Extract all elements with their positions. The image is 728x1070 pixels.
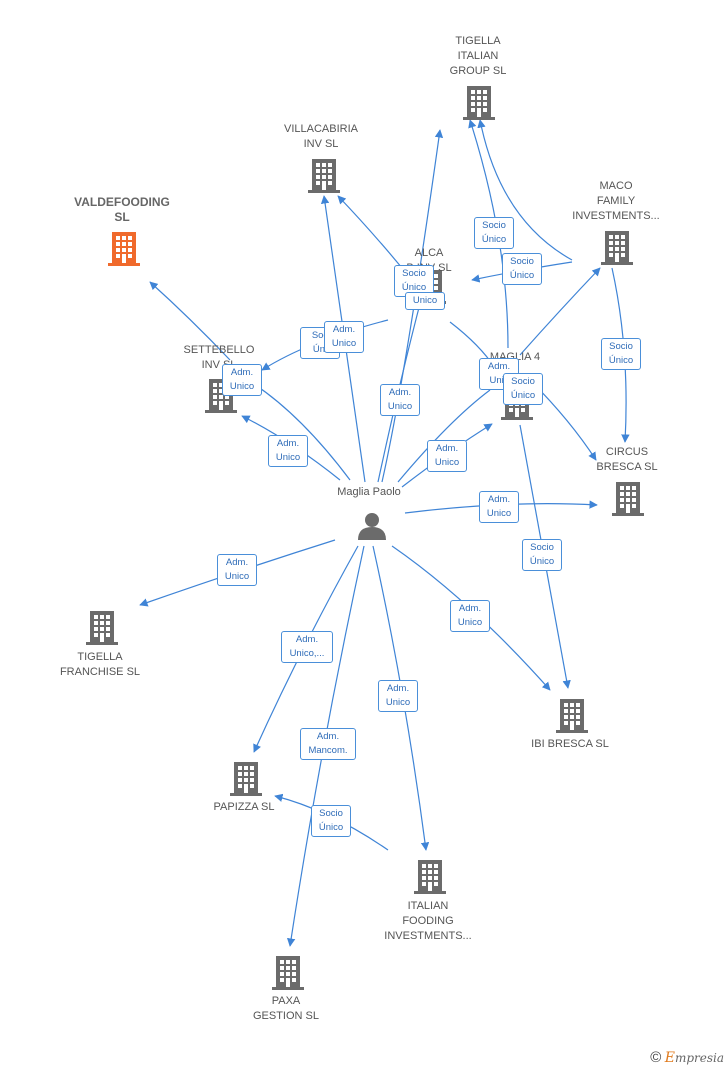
node-label-valdefooding[interactable]: VALDEFOODING SL xyxy=(74,195,170,224)
edge-label-person-ibi[interactable]: Adm. Unico xyxy=(450,600,490,632)
copyright-symbol: © xyxy=(650,1049,662,1066)
edge-label-person-franchise[interactable]: Adm. Unico xyxy=(217,554,257,586)
node-label-person[interactable]: Maglia Paolo xyxy=(337,486,401,498)
edge-maco-tigella xyxy=(477,119,573,261)
brand-name: mpresia xyxy=(674,1051,724,1065)
brand-initial: E xyxy=(664,1050,675,1066)
building-icon-maco xyxy=(601,231,633,265)
edge-maglia4-maco xyxy=(519,267,601,356)
edge-label-italianfooding-papizza[interactable]: Socio Único xyxy=(311,805,351,837)
edge-label-maco-alca[interactable]: Socio Único xyxy=(502,253,542,285)
edge-label-alca-unico[interactable]: Unico xyxy=(405,292,445,310)
node-label-tigella-franchise[interactable]: TIGELLA FRANCHISE SL xyxy=(59,651,141,678)
edge-label-settebello-valdefooding[interactable]: Adm. Unico xyxy=(222,364,262,396)
edge-label-person-villacabiria[interactable]: Adm. Unico xyxy=(324,321,364,353)
building-icon-tigella-franchise xyxy=(86,611,118,645)
node-label-circus[interactable]: CIRCUS BRESCA SL xyxy=(596,446,658,473)
node-label-ibi[interactable]: IBI BRESCA SL xyxy=(531,738,609,750)
edge-label-person-paxa[interactable]: Adm. Mancom. xyxy=(300,728,356,760)
edge-settebello-valdefooding xyxy=(149,281,231,361)
edge-label-person-alca[interactable]: Adm. Unico xyxy=(380,384,420,416)
edge-label-maco-circus[interactable]: Socio Único xyxy=(601,338,641,370)
edge-label-maglia4-ibi[interactable]: Socio Único xyxy=(522,539,562,571)
edge-label-person-papizza[interactable]: Adm. Unico,... xyxy=(281,631,333,663)
edge-label-person-circus[interactable]: Adm. Unico xyxy=(479,491,519,523)
building-icon-italian-fooding xyxy=(414,860,446,894)
edge-label-maglia4-tigella[interactable]: Socio Único xyxy=(474,217,514,249)
building-icon-paxa xyxy=(272,956,304,990)
building-icon-villacabiria xyxy=(308,159,340,193)
building-icon-ibi xyxy=(556,699,588,733)
node-label-tigella-italian[interactable]: TIGELLA ITALIAN GROUP SL xyxy=(449,35,507,77)
node-label-italian-fooding[interactable]: ITALIAN FOODING INVESTMENTS... xyxy=(384,900,472,942)
edge-label-person-settebello[interactable]: Adm. Unico xyxy=(268,435,308,467)
building-icon-valdefooding xyxy=(108,232,140,266)
node-label-villacabiria[interactable]: VILLACABIRIA INV SL xyxy=(284,123,358,150)
edge-label-person-maglia4[interactable]: Adm. Unico xyxy=(427,440,467,472)
person-icon[interactable] xyxy=(358,513,386,540)
node-label-maco[interactable]: MACO FAMILY INVESTMENTS... xyxy=(572,180,660,222)
edge-person-maglia4-b xyxy=(397,389,491,483)
node-label-papizza[interactable]: PAPIZZA SL xyxy=(213,801,275,813)
node-label-paxa[interactable]: PAXA GESTION SL xyxy=(252,995,320,1022)
empresia-logo: © Empresia xyxy=(650,1049,724,1066)
edge-person-alca-b xyxy=(381,129,444,483)
edge-label-maglia4-circus[interactable]: Socio Único xyxy=(503,373,543,405)
edge-label-person-italianfooding[interactable]: Adm. Unico xyxy=(378,680,418,712)
node-label-settebello[interactable]: SETTEBELLO INV SL xyxy=(183,344,255,371)
building-icon-papizza xyxy=(230,762,262,796)
building-icon-tigella-italian xyxy=(463,86,495,120)
edge-label-alca-maglia4[interactable]: Adm. Unic xyxy=(479,358,519,390)
building-icon-circus xyxy=(612,482,644,516)
